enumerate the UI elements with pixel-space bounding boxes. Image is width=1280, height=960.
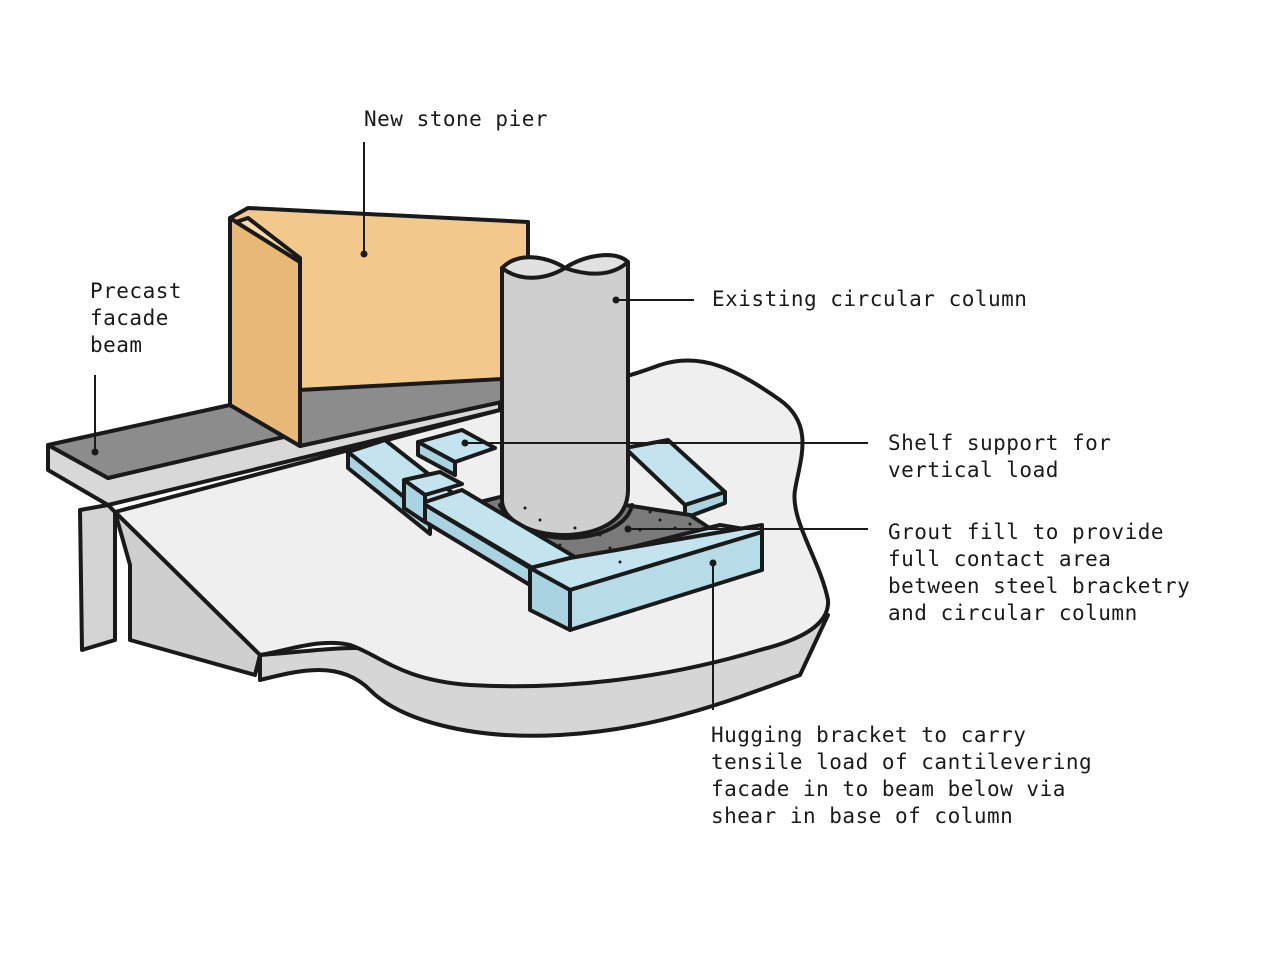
label-line: between steel bracketry — [888, 574, 1191, 598]
label-line: Grout fill to provide — [888, 520, 1165, 544]
label-line: tensile load of cantilevering — [711, 750, 1093, 774]
stone-pier-edge — [234, 216, 302, 264]
label-line: Hugging bracket to carry — [711, 723, 1027, 747]
beam-soffit — [113, 510, 262, 677]
label-line: facade — [90, 306, 169, 330]
label-line: Existing circular column — [712, 287, 1028, 311]
shelf-plate-right-side — [416, 440, 457, 477]
label-precast-facade-beam: Precast facade beam — [90, 278, 182, 359]
label-hugging-bracket: Hugging bracket to carry tensile load of… — [711, 722, 1092, 830]
column-top — [500, 253, 630, 280]
label-shelf-support: Shelf support for vertical load — [888, 430, 1111, 484]
label-grout-fill: Grout fill to provide full contact area … — [888, 519, 1190, 627]
beam-leg — [78, 503, 117, 652]
label-line: full contact area — [888, 547, 1112, 571]
label-new-stone-pier: New stone pier — [364, 106, 548, 133]
label-line: Precast — [90, 279, 183, 303]
label-line: beam — [90, 333, 143, 357]
label-line: Shelf support for — [888, 431, 1112, 455]
label-line: New stone pier — [364, 107, 549, 131]
label-line: shear in base of column — [711, 804, 1014, 828]
label-existing-circular-column: Existing circular column — [712, 286, 1027, 313]
existing-column — [500, 253, 630, 537]
hugging-bracket-front — [568, 530, 764, 632]
label-line: and circular column — [888, 601, 1138, 625]
shelf-block-side — [402, 478, 427, 524]
leader-dot-column — [612, 296, 620, 304]
leader-dot-pier — [360, 250, 368, 258]
leader-dot-beam — [91, 448, 99, 456]
leader-dot-grout — [624, 525, 632, 533]
leader-dot-bracket — [709, 559, 717, 567]
label-line: facade in to beam below via — [711, 777, 1066, 801]
leader-dot-shelf — [461, 439, 469, 447]
label-line: vertical load — [888, 458, 1059, 482]
